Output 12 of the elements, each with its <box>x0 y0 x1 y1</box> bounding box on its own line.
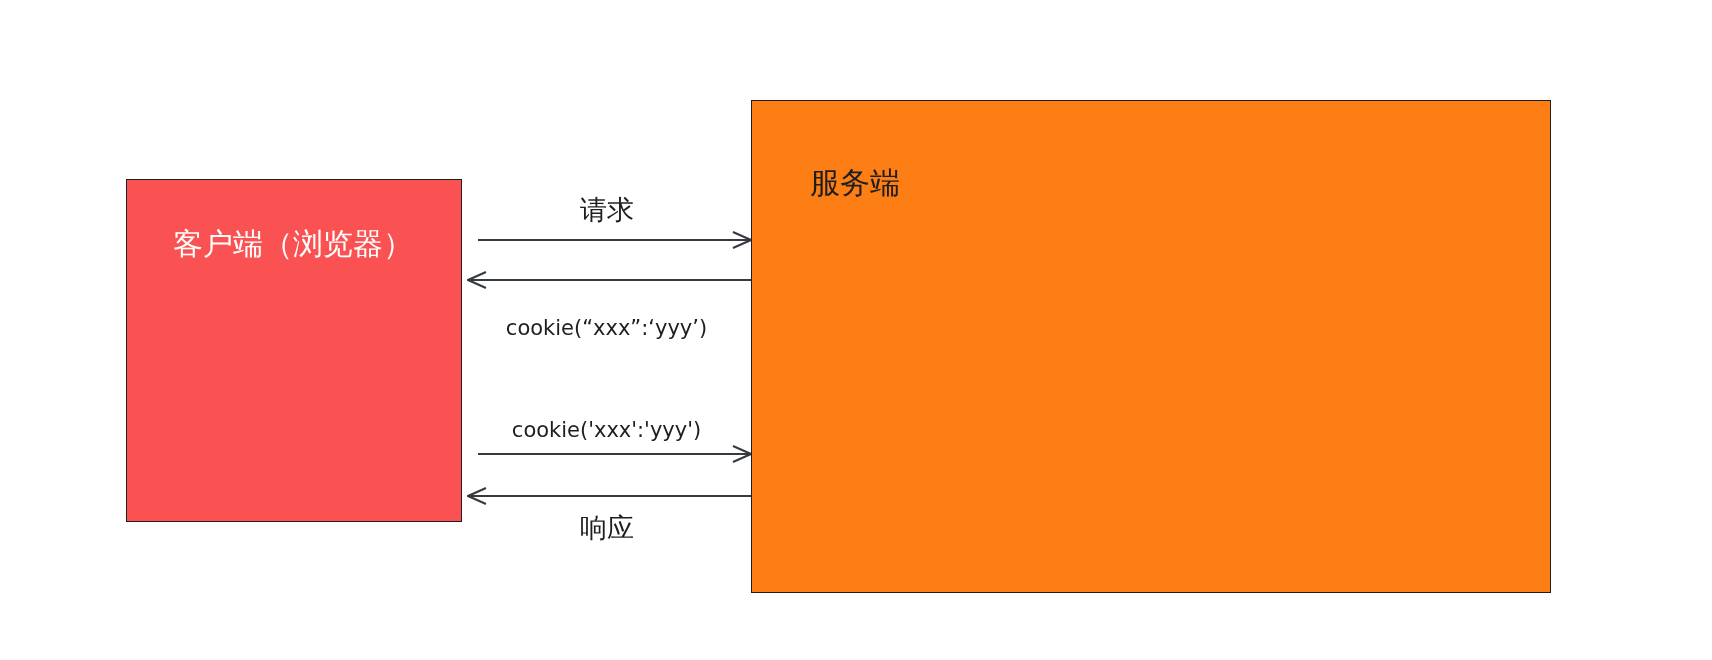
node-label: 客户端（浏览器） <box>173 225 413 263</box>
client-box <box>126 179 462 522</box>
edge-label: 响应 <box>578 511 635 545</box>
arrow <box>467 487 752 505</box>
arrow <box>477 445 752 463</box>
node-label: 服务端 <box>810 164 900 202</box>
arrow <box>467 271 752 289</box>
edge-label: cookie(“xxx”:‘yyy’) <box>504 316 709 340</box>
arrow <box>477 231 752 249</box>
edge-label: cookie('xxx':'yyy') <box>510 418 703 442</box>
edge-label: 请求 <box>578 193 635 227</box>
server-box <box>751 100 1551 593</box>
